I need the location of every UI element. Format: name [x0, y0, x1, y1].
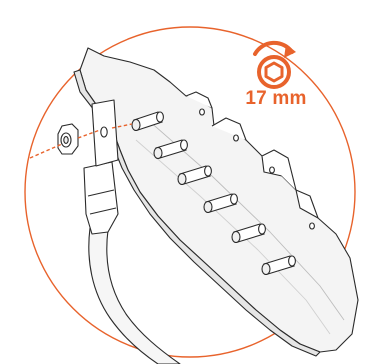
hex-nut	[58, 124, 78, 154]
wrench-size-label: 17 mm	[240, 88, 312, 110]
